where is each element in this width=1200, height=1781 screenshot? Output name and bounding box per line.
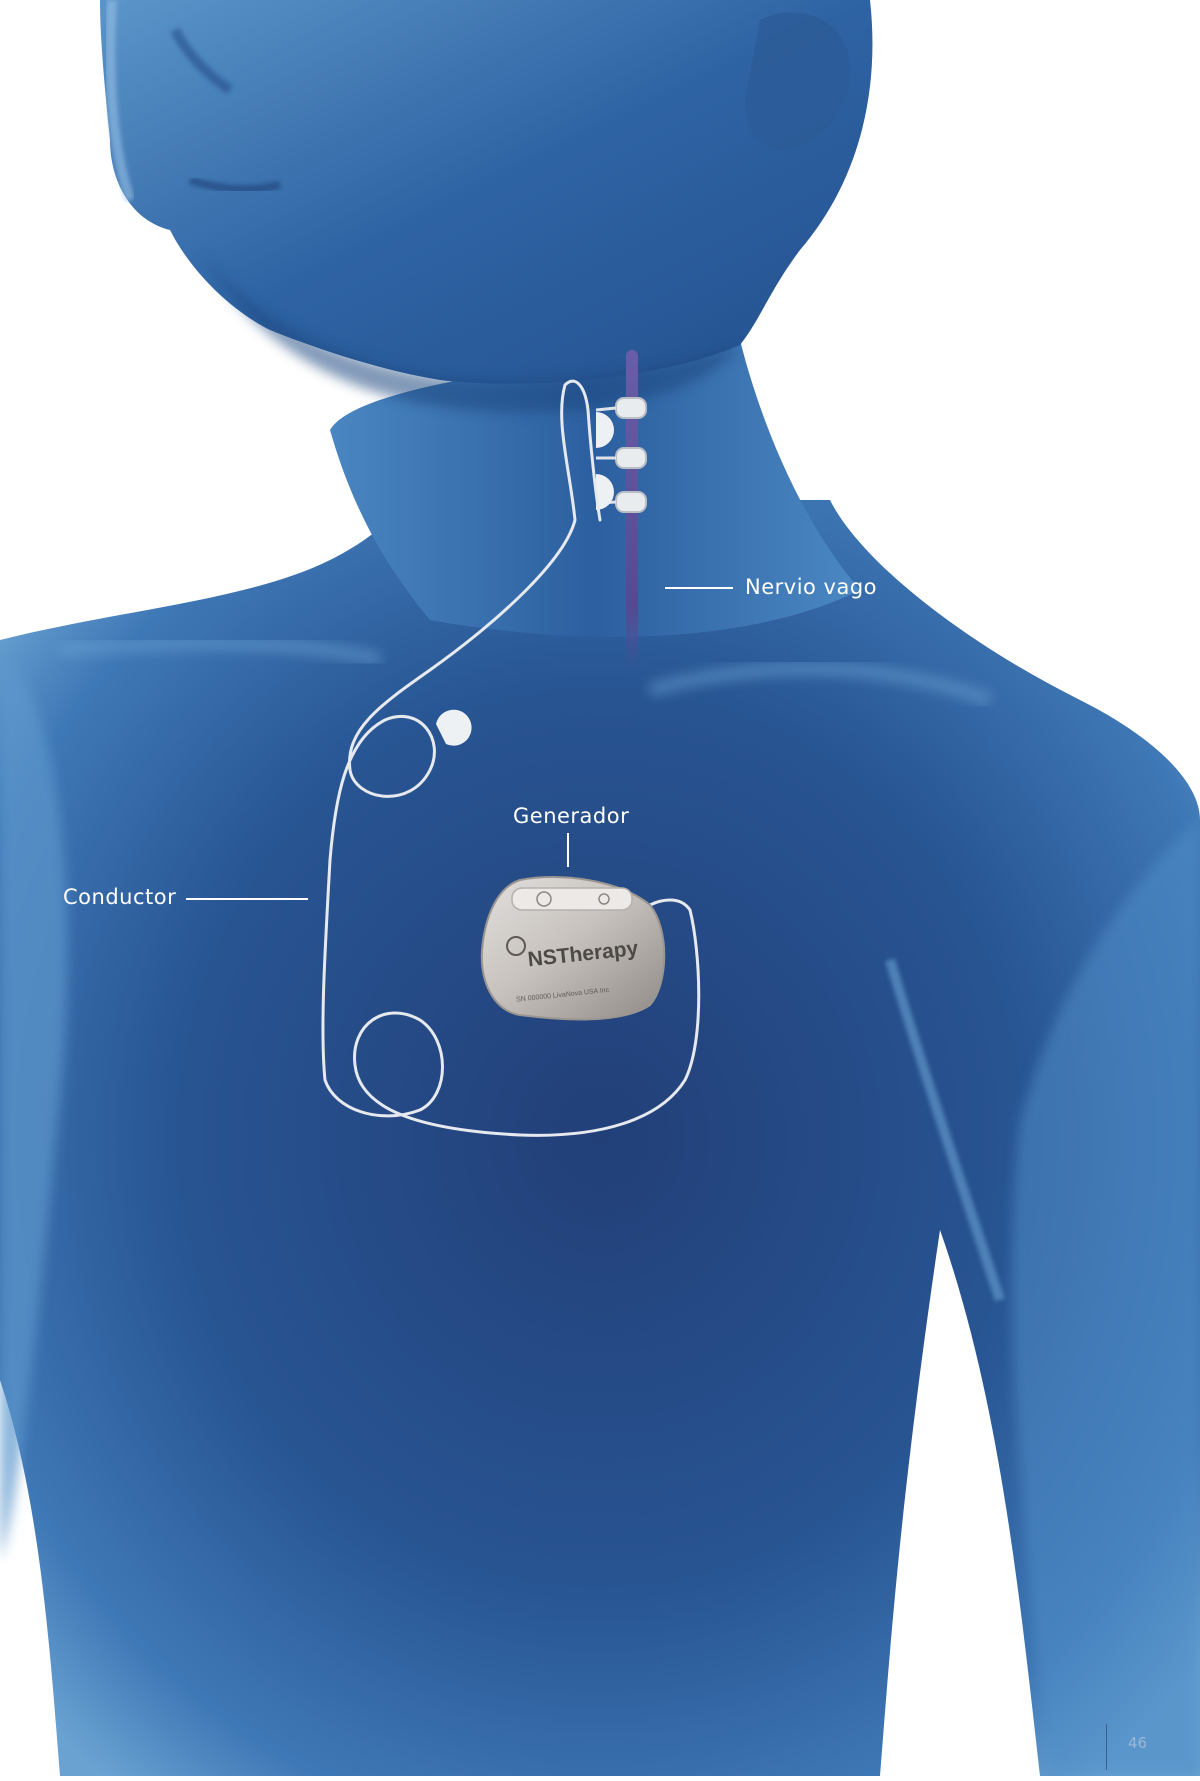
generator-leader-line: [567, 833, 569, 867]
lead-label: Conductor: [63, 887, 176, 908]
generator-label: Generador: [513, 806, 629, 827]
nerve-leader-line: [665, 587, 733, 589]
page-number: 46: [1128, 1736, 1147, 1751]
nerve-label: Nervio vago: [745, 577, 877, 598]
lead-leader-line: [186, 898, 308, 900]
generator-device: NSTherapy SN 000000 LivaNova USA Inc: [482, 877, 664, 1019]
page-number-rule: [1106, 1724, 1107, 1770]
